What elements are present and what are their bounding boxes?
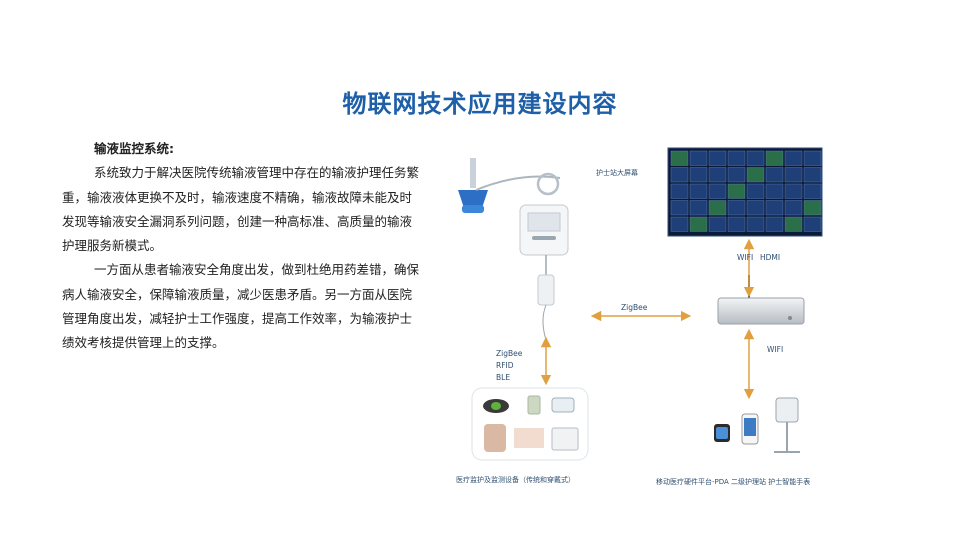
- dashboard-cell: [670, 150, 689, 166]
- medical-devices-cluster: [471, 387, 589, 461]
- dashboard-cell: [727, 183, 746, 199]
- dashboard-cell: [765, 150, 784, 166]
- dashboard-cell: [708, 183, 727, 199]
- dashboard-cell: [746, 200, 765, 216]
- protocol-zigbee: ZigBee: [496, 349, 523, 358]
- devices-caption: 医疗监护及监测设备（传统和穿戴式）: [456, 476, 575, 484]
- protocol-ble: BLE: [496, 373, 511, 382]
- smartwatch-icon: [714, 424, 730, 442]
- dashboard-cell: [803, 216, 822, 232]
- pda-icon: [741, 413, 759, 445]
- dashboard-cell: [689, 183, 708, 199]
- dashboard-cell: [689, 167, 708, 183]
- dashboard-cell: [746, 216, 765, 232]
- dashboard-cell: [803, 183, 822, 199]
- gateway-box-icon: [717, 275, 805, 325]
- dashboard-cell: [689, 216, 708, 232]
- label-zigbee-link: ZigBee: [621, 303, 648, 312]
- paragraph-2: 一方面从患者输液安全角度出发，做到杜绝用药差错，确保病人输液安全，保障输液质量，…: [62, 262, 420, 351]
- label-wifi-link: WIFI: [767, 345, 784, 354]
- dashboard-cell: [727, 216, 746, 232]
- label-hdmi: HDMI: [760, 253, 781, 262]
- dashboard-cell: [803, 150, 822, 166]
- dashboard-cell: [670, 216, 689, 232]
- dashboard-cell: [803, 200, 822, 216]
- dashboard-cell: [765, 216, 784, 232]
- infusion-pump-icon: [458, 158, 569, 341]
- paragraph-1: 系统致力于解决医院传统输液管理中存在的输液护理任务繁重，输液液体更换不及时，输液…: [62, 165, 420, 254]
- dashboard-cell: [727, 150, 746, 166]
- mobile-caption: 移动医疗硬件平台-PDA 二级护理站 护士智能手表: [656, 478, 811, 486]
- dashboard-cell: [689, 200, 708, 216]
- dashboard-cell: [670, 183, 689, 199]
- dashboard-cell: [708, 150, 727, 166]
- dashboard-cell: [765, 167, 784, 183]
- protocol-list: ZigBee RFID BLE: [496, 348, 522, 384]
- nurse-cart-icon: [774, 397, 800, 453]
- protocol-rfid: RFID: [496, 361, 514, 370]
- label-wifi-top: WIFI: [737, 253, 754, 262]
- screen-label: 护士站大屏幕: [596, 168, 638, 177]
- dashboard-cell: [670, 200, 689, 216]
- dashboard-cell: [727, 167, 746, 183]
- dashboard-cell: [708, 200, 727, 216]
- dashboard-cell: [746, 183, 765, 199]
- mobile-devices: [714, 397, 800, 453]
- dashboard-cell: [727, 200, 746, 216]
- dashboard-cell: [784, 200, 803, 216]
- dashboard-cell: [803, 167, 822, 183]
- dashboard-cell: [765, 183, 784, 199]
- dashboard-cell: [784, 150, 803, 166]
- dashboard-screen-icon: [667, 147, 823, 237]
- dashboard-cell: [746, 167, 765, 183]
- dashboard-cell: [708, 167, 727, 183]
- dashboard-cell: [784, 183, 803, 199]
- dashboard-cell: [708, 216, 727, 232]
- description-block: 输液监控系统: 系统致力于解决医院传统输液管理中存在的输液护理任务繁重，输液液体…: [62, 137, 422, 356]
- dashboard-cell: [689, 150, 708, 166]
- section-heading: 输液监控系统:: [94, 141, 174, 156]
- dashboard-cell: [784, 167, 803, 183]
- page-title: 物联网技术应用建设内容: [342, 90, 618, 118]
- dashboard-cell: [746, 150, 765, 166]
- dashboard-cell: [765, 200, 784, 216]
- dashboard-cell: [784, 216, 803, 232]
- dashboard-cell: [670, 167, 689, 183]
